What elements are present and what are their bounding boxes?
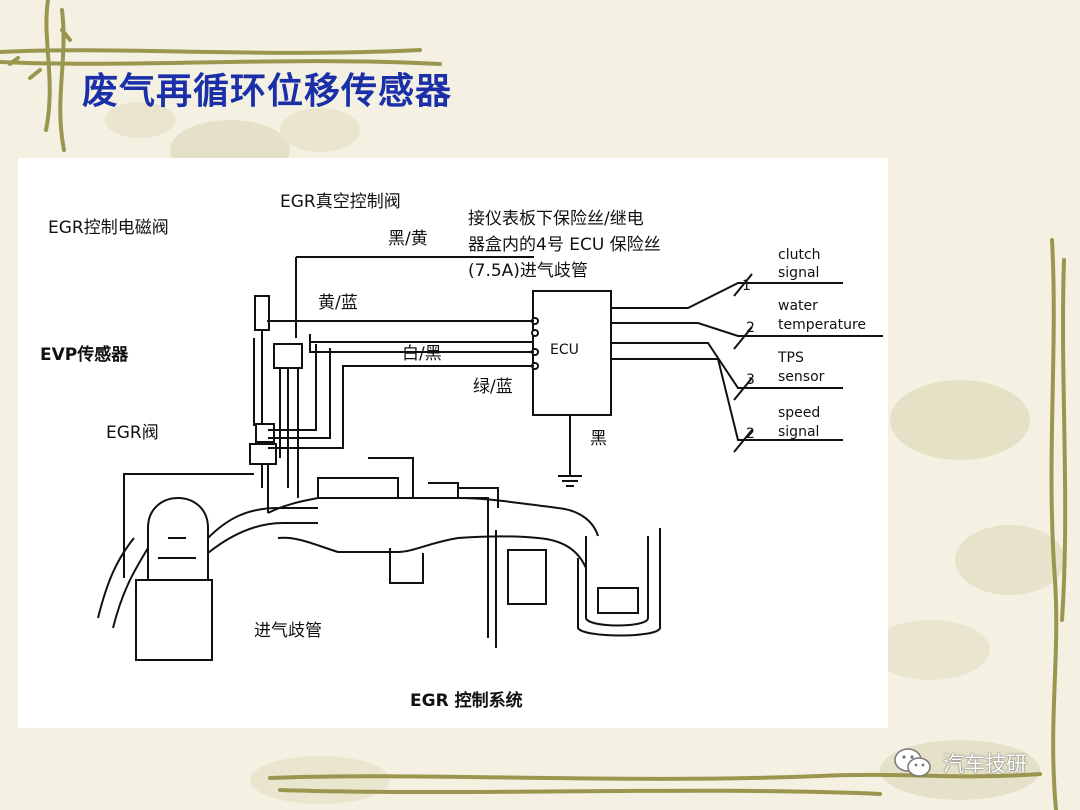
signal-label: water — [778, 298, 818, 314]
signal-label: temperature — [778, 317, 866, 333]
signal-number: 1 — [742, 278, 751, 294]
signal-label: signal — [778, 424, 819, 440]
wire-green-blue — [268, 365, 534, 449]
ground-symbol — [558, 415, 582, 487]
signal-label: sensor — [778, 369, 825, 385]
label-egr-vacuum-valve: EGR真空控制阀 — [280, 192, 401, 212]
label-egr-valve: EGR阀 — [106, 423, 159, 443]
signal-label: TPS — [777, 350, 804, 366]
label-ground-black: 黑 — [590, 429, 607, 449]
signal-label: speed — [778, 405, 820, 421]
egr-vacuum-valve-body — [273, 343, 303, 369]
signal-number: 2 — [746, 426, 755, 442]
label-evp-sensor: EVP传感器 — [40, 344, 129, 365]
label-wire-white-black: 白/黑 — [402, 344, 442, 364]
egr-diagram-panel: EGR控制电磁阀 EGR真空控制阀 接仪表板下保险丝/继电 器盒内的4号 ECU… — [18, 158, 888, 728]
signal-number: 3 — [746, 372, 755, 388]
label-wire-black-yellow: 黑/黄 — [388, 229, 428, 249]
diagram-caption: EGR 控制系统 — [410, 690, 523, 711]
ecu-label: ECU — [550, 342, 579, 358]
wechat-icon — [894, 748, 931, 777]
label-intake-manifold: 进气歧管 — [254, 621, 322, 641]
signal-label: clutch — [778, 247, 821, 263]
egr-solenoid-body — [254, 295, 270, 331]
engine-block — [135, 579, 213, 661]
egr-control-system-diagram: EGR控制电磁阀 EGR真空控制阀 接仪表板下保险丝/继电 器盒内的4号 ECU… — [40, 192, 883, 711]
label-fuse-note-2: 器盒内的4号 ECU 保险丝 — [468, 235, 661, 255]
signal-number: 2 — [746, 320, 755, 336]
watermark-text: 汽车技研 — [943, 752, 1027, 776]
label-wire-yellow-blue: 黄/蓝 — [318, 293, 358, 313]
signal-label: signal — [778, 265, 819, 281]
diagram-lines — [97, 256, 883, 661]
label-fuse-note-3: (7.5A)进气歧管 — [468, 261, 588, 281]
watermark: 汽车技研 — [893, 744, 1027, 782]
wire-white-black — [309, 334, 534, 353]
label-fuse-note-1: 接仪表板下保险丝/继电 — [468, 209, 644, 229]
label-egr-solenoid: EGR控制电磁阀 — [48, 218, 169, 238]
label-wire-green-blue: 绿/蓝 — [473, 377, 513, 397]
wire-black-yellow — [295, 256, 534, 338]
slide-title: 废气再循环位移传感器 — [82, 71, 453, 112]
